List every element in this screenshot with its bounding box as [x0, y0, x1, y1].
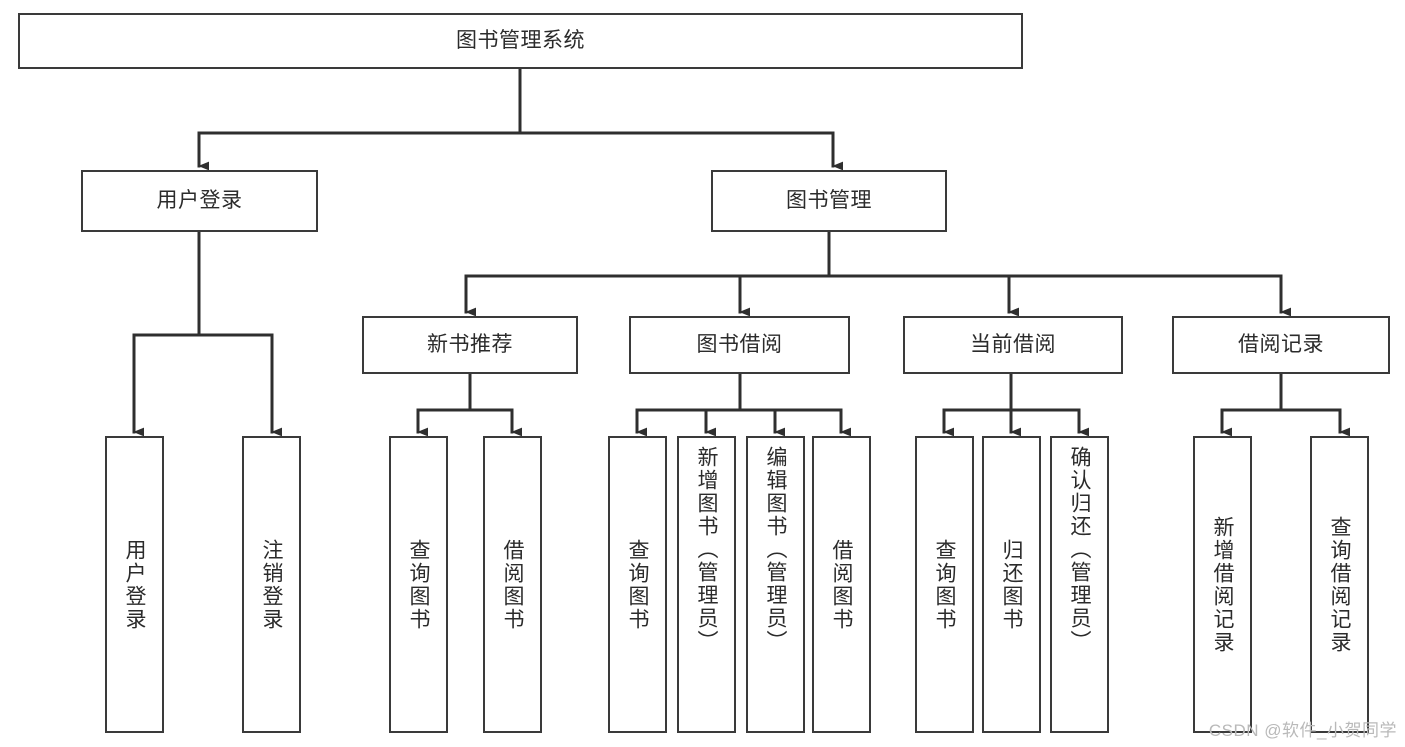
node-leaf-add-borrow-record-label: 新增借阅记录 — [1211, 515, 1234, 654]
node-leaf-user-login[interactable]: 用户登录 — [105, 436, 164, 733]
node-new-book-recommend[interactable]: 新书推荐 — [362, 316, 578, 374]
node-leaf-confirm-return-admin[interactable]: 确认归还（管理员） — [1050, 436, 1109, 733]
node-leaf-query-borrow-record[interactable]: 查询借阅记录 — [1310, 436, 1369, 733]
node-leaf-edit-book-admin-label: 编辑图书（管理员） — [764, 446, 787, 653]
node-leaf-user-logout[interactable]: 注销登录 — [242, 436, 301, 733]
node-leaf-edit-book-admin[interactable]: 编辑图书（管理员） — [746, 436, 805, 733]
node-leaf-borrow-book-label: 借阅图书 — [830, 538, 853, 631]
node-leaf-add-borrow-record[interactable]: 新增借阅记录 — [1193, 436, 1252, 733]
watermark-text: CSDN @软件_小贺同学 — [1208, 721, 1397, 740]
node-leaf-return-book[interactable]: 归还图书 — [982, 436, 1041, 733]
node-leaf-query-book-cur[interactable]: 查询图书 — [915, 436, 974, 733]
node-new-book-recommend-label: 新书推荐 — [427, 333, 513, 357]
node-user-login-label: 用户登录 — [156, 189, 243, 213]
node-leaf-query-book-rec[interactable]: 查询图书 — [389, 436, 448, 733]
node-user-login[interactable]: 用户登录 — [81, 170, 318, 232]
node-leaf-query-book-rec-label: 查询图书 — [407, 538, 430, 631]
node-book-manage[interactable]: 图书管理 — [711, 170, 947, 232]
node-borrow-record[interactable]: 借阅记录 — [1172, 316, 1390, 374]
node-leaf-query-borrow-record-label: 查询借阅记录 — [1328, 515, 1351, 654]
node-leaf-return-book-label: 归还图书 — [1000, 538, 1023, 631]
node-leaf-confirm-return-admin-label: 确认归还（管理员） — [1068, 446, 1091, 653]
node-borrow-record-label: 借阅记录 — [1238, 333, 1324, 357]
node-leaf-user-logout-label: 注销登录 — [260, 538, 283, 631]
node-book-borrow[interactable]: 图书借阅 — [629, 316, 850, 374]
node-book-manage-label: 图书管理 — [786, 189, 872, 213]
node-leaf-query-book[interactable]: 查询图书 — [608, 436, 667, 733]
node-leaf-query-book-label: 查询图书 — [626, 538, 649, 631]
node-leaf-user-login-label: 用户登录 — [123, 538, 146, 631]
node-leaf-borrow-book[interactable]: 借阅图书 — [812, 436, 871, 733]
node-root-label: 图书管理系统 — [456, 29, 585, 53]
node-current-borrow[interactable]: 当前借阅 — [903, 316, 1123, 374]
node-leaf-borrow-book-rec[interactable]: 借阅图书 — [483, 436, 542, 733]
node-current-borrow-label: 当前借阅 — [970, 333, 1056, 357]
node-leaf-borrow-book-rec-label: 借阅图书 — [501, 538, 524, 631]
node-leaf-add-book-admin[interactable]: 新增图书（管理员） — [677, 436, 736, 733]
node-root[interactable]: 图书管理系统 — [18, 13, 1023, 69]
node-leaf-query-book-cur-label: 查询图书 — [933, 538, 956, 631]
node-book-borrow-label: 图书借阅 — [696, 333, 783, 357]
node-leaf-add-book-admin-label: 新增图书（管理员） — [695, 446, 718, 653]
